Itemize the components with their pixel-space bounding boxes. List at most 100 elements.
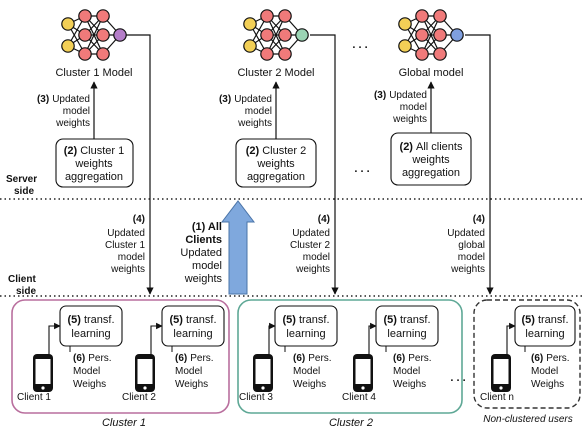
svg-text:(4): (4) [133, 214, 145, 225]
nn-node [278, 28, 292, 42]
svg-text:Cluster 1: Cluster 1 [105, 240, 145, 251]
svg-text:(1) All: (1) All [192, 221, 222, 233]
svg-text:weights: weights [184, 273, 223, 285]
svg-text:Updated: Updated [292, 228, 330, 239]
personal-weights-label: Model [531, 366, 558, 377]
nn-node [96, 47, 110, 61]
downlink-label: (4) Updated global model weights [447, 214, 485, 275]
nn-node [450, 28, 464, 42]
transfer-learning-label: learning [286, 328, 325, 340]
svg-text:weights: weights [411, 154, 450, 166]
nn-node [260, 47, 274, 61]
svg-text:Clients: Clients [185, 234, 222, 246]
downlink-arrow [465, 34, 494, 295]
ellipsis: . . . [354, 163, 369, 175]
svg-text:model: model [245, 106, 272, 117]
svg-text:model: model [400, 102, 427, 113]
transfer-learning-label: (5)transf. [67, 314, 114, 326]
smartphone-icon [253, 354, 273, 392]
smartphone-icon [33, 354, 53, 392]
model-label: Global model [399, 67, 464, 79]
personal-weights-label: Model [393, 366, 420, 377]
svg-text:(3)Updated: (3)Updated [219, 94, 272, 105]
svg-text:aggregation: aggregation [402, 167, 460, 179]
transfer-learning-label: (5)transf. [282, 314, 329, 326]
personal-weights-label: Weighs [293, 379, 326, 390]
neural-network-icon [61, 9, 127, 61]
neural-network-icon [243, 9, 309, 61]
nn-node [96, 28, 110, 42]
personal-weights-label: (6)Pers. [531, 353, 570, 364]
group-label: Cluster 2 [329, 417, 373, 429]
svg-text:(2)Cluster 1: (2)Cluster 1 [64, 145, 124, 157]
transfer-learning-label: learning [525, 328, 564, 340]
personal-weights-label: (6)Pers. [73, 353, 112, 364]
nn-node [260, 28, 274, 42]
downlink-label: (4) Updated Cluster 2 model weights [290, 214, 330, 275]
cluster-1-frame [11, 299, 230, 414]
svg-text:weights: weights [237, 118, 272, 129]
nn-node [415, 28, 429, 42]
nn-node [433, 47, 447, 61]
client-unit: (5)transf.learning(6)Pers.ModelWeighsCli… [17, 305, 123, 403]
transfer-learning-box [375, 305, 439, 347]
personal-weights-label: Model [73, 366, 100, 377]
smartphone-icon [135, 354, 155, 392]
transfer-learning-box [274, 305, 338, 347]
svg-text:weights: weights [450, 264, 485, 275]
nn-node [243, 39, 257, 53]
nn-connection [266, 15, 286, 55]
nn-node [260, 9, 274, 23]
svg-text:aggregation: aggregation [247, 171, 305, 183]
upload-arrow [220, 200, 256, 295]
svg-text:model: model [192, 260, 222, 272]
aggregation-box: (2)All clients weights aggregation [390, 132, 472, 186]
personal-weights-label: (6)Pers. [393, 353, 432, 364]
smartphone-icon [491, 354, 511, 392]
personal-weights-label: (6)Pers. [293, 353, 332, 364]
svg-text:model: model [303, 252, 330, 263]
client-label: Client n [480, 392, 514, 403]
nn-node [113, 28, 127, 42]
svg-text:weights: weights [392, 114, 427, 125]
svg-text:model: model [63, 106, 90, 117]
nn-node [61, 39, 75, 53]
svg-text:aggregation: aggregation [65, 171, 123, 183]
svg-text:(2)Cluster 2: (2)Cluster 2 [246, 145, 306, 157]
svg-text:weights: weights [295, 264, 330, 275]
svg-text:Updated: Updated [447, 228, 485, 239]
downlink-label: (4) Updated Cluster 1 model weights [105, 214, 145, 275]
local-update-arrow [506, 322, 516, 363]
nn-node [78, 28, 92, 42]
personal-weights-label: Weighs [393, 379, 426, 390]
transfer-learning-box [161, 305, 225, 347]
ellipsis: . . . [352, 39, 367, 51]
non-clustered-frame [473, 299, 581, 409]
personal-weights-label: (6)Pers. [175, 353, 214, 364]
client-unit: (5)transf.learning(6)Pers.ModelWeighsCli… [122, 305, 225, 403]
svg-text:model: model [118, 252, 145, 263]
client-label: Client 3 [239, 392, 273, 403]
local-update-arrow [150, 322, 163, 363]
svg-text:(3)Updated: (3)Updated [374, 90, 427, 101]
group-label: Non-clustered users [483, 414, 572, 425]
transfer-learning-label: (5)transf. [169, 314, 216, 326]
nn-node [415, 47, 429, 61]
nn-node [398, 17, 412, 31]
nn-node [295, 28, 309, 42]
transfer-learning-label: learning [387, 328, 426, 340]
transfer-learning-box [59, 305, 123, 347]
nn-node [433, 9, 447, 23]
nn-connection [421, 15, 441, 55]
downlink-arrow [310, 34, 339, 295]
transfer-learning-label: learning [173, 328, 212, 340]
smartphone-icon [353, 354, 373, 392]
svg-text:Updated: Updated [107, 228, 145, 239]
nn-node [78, 47, 92, 61]
nn-node [433, 28, 447, 42]
nn-node [78, 9, 92, 23]
svg-text:model: model [458, 252, 485, 263]
client-label: Client 1 [17, 392, 51, 403]
updated-weights-label: (3)Updated model weights [37, 94, 90, 129]
